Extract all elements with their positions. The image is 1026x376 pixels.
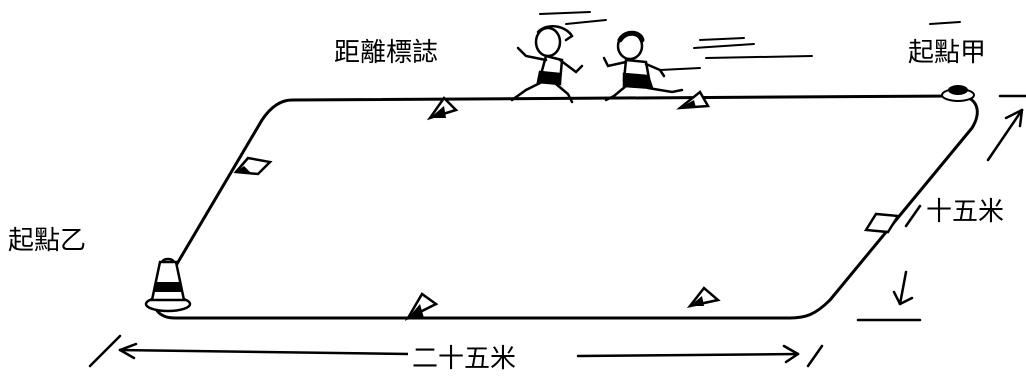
- distance-marker-icon: [686, 286, 721, 308]
- distance-marker-label: 距離標誌: [330, 40, 443, 66]
- distance-marker-icon: [404, 292, 439, 321]
- runner-figure: [510, 24, 584, 104]
- bottom-dimension-arrow: [88, 334, 824, 368]
- distance-marker-icon: [676, 90, 711, 110]
- bottom-length-label: 二十五米: [408, 346, 521, 372]
- side-length-label: 十五米: [922, 199, 1009, 225]
- distance-marker-icon: [863, 212, 901, 234]
- track-outline: [153, 94, 979, 320]
- distance-marker-icon: [426, 96, 459, 121]
- start-b-label: 起點乙: [8, 226, 87, 256]
- distance-marker-icon: [233, 156, 273, 176]
- runner-figure: [602, 30, 684, 102]
- start-a-label: 起點甲: [908, 38, 987, 68]
- start-a-marker: [941, 85, 975, 102]
- speed-lines: [539, 11, 961, 71]
- start-b-cone: [144, 257, 192, 313]
- side-dimension-arrow: [856, 94, 1026, 322]
